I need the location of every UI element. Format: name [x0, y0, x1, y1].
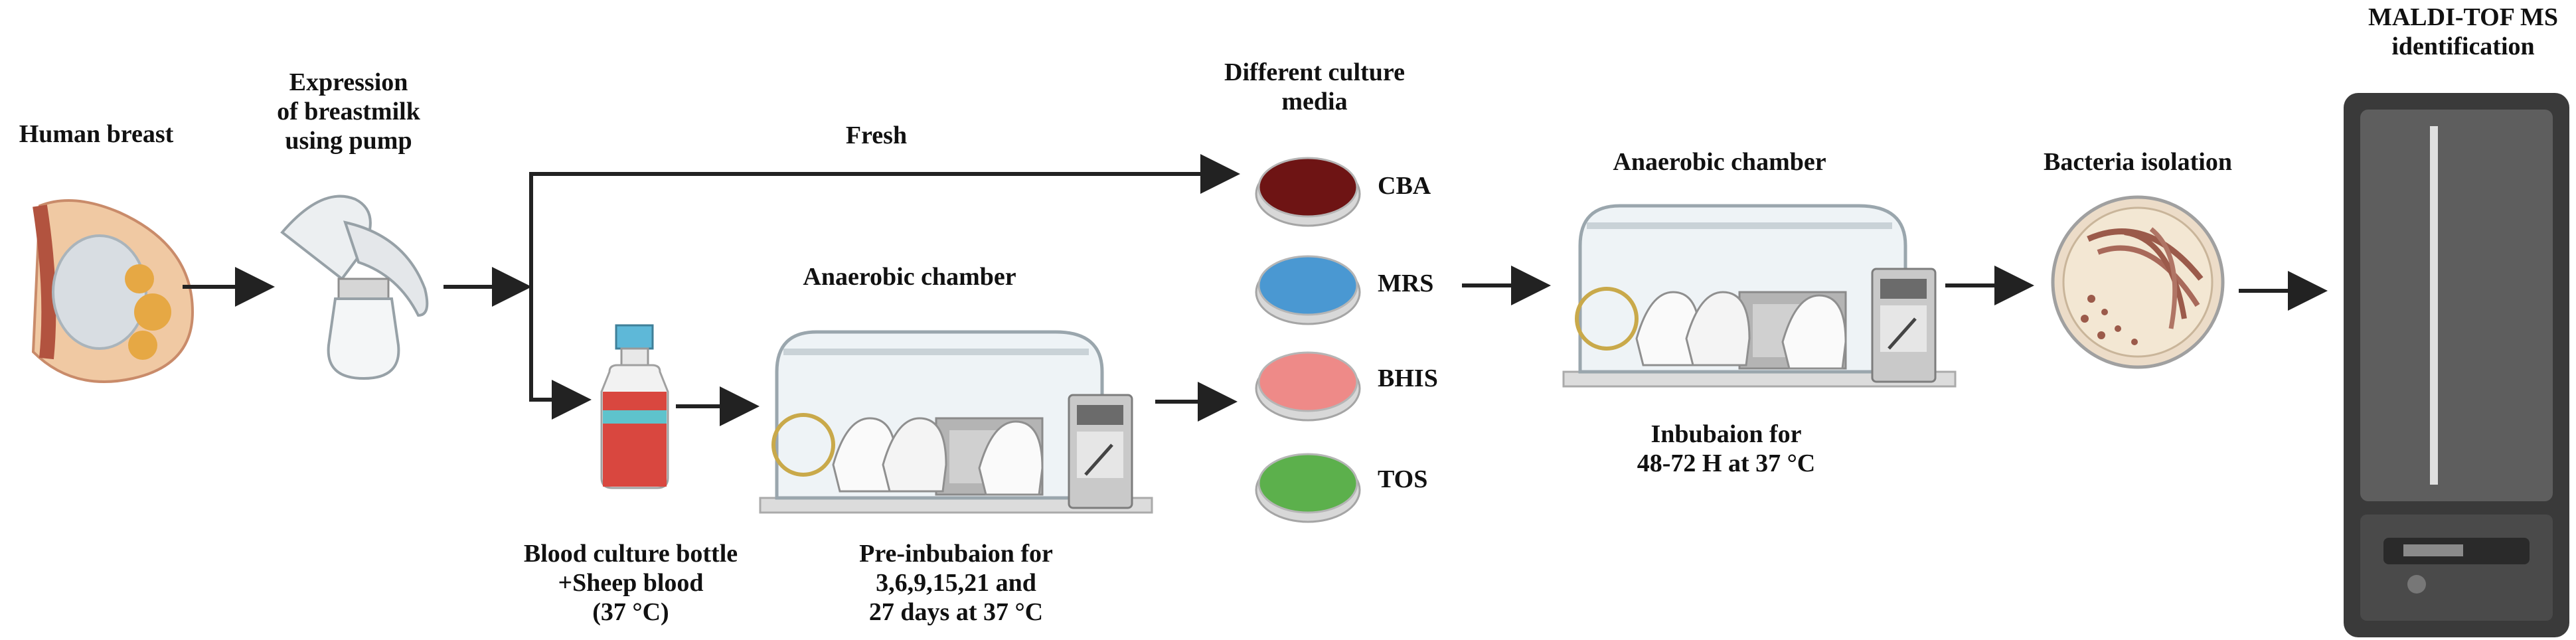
pre-line-3: 27 days at 37 °C: [868, 598, 1044, 626]
expression-line-2: of breastmilk: [277, 98, 420, 125]
maldi-line-2: identification: [2391, 33, 2535, 60]
breast-pump-icon: [280, 195, 429, 380]
blood-culture-bottle-icon: [600, 324, 669, 489]
media-line-2: media: [1281, 88, 1348, 116]
pre-line-2: 3,6,9,15,21 and: [876, 569, 1036, 597]
culture-media-label: Different culture media: [1202, 58, 1427, 116]
expression-line-3: using pump: [285, 127, 412, 155]
anaerobic-chamber-2-label: Anaerobic chamber: [1613, 148, 1826, 176]
inc-line-1: Inbubaion for: [1650, 420, 1802, 448]
anaerobic-chamber-1-icon: [760, 332, 1152, 513]
anaerobic-chamber-2-icon: [1564, 206, 1955, 386]
fresh-label: Fresh: [845, 121, 908, 149]
blood-line-2: +Sheep blood: [558, 569, 704, 597]
bacteria-plate-icon: [2051, 195, 2225, 369]
bacteria-isolation-label: Bacteria isolation: [2044, 148, 2232, 176]
maldi-tof-instrument-icon: [2344, 93, 2569, 637]
media-plate-tos: [1255, 453, 1361, 523]
expression-line-1: Expression: [289, 68, 408, 96]
media-label-tos: TOS: [1378, 465, 1428, 493]
culture-media-plates: [1255, 157, 1361, 523]
media-line-1: Different culture: [1224, 58, 1405, 86]
pre-incubation-label: Pre-inbubaion for 3,6,9,15,21 and 27 day…: [817, 539, 1095, 627]
media-plate-bhis: [1255, 351, 1361, 422]
human-breast-label: Human breast: [19, 120, 174, 148]
pre-line-1: Pre-inbubaion for: [859, 540, 1053, 568]
maldi-line-1: MALDI-TOF MS: [2368, 3, 2559, 31]
media-label-bhis: BHIS: [1378, 364, 1438, 392]
inc-line-2: 48-72 H at 37 °C: [1637, 449, 1816, 477]
media-label-cba: CBA: [1378, 172, 1431, 200]
expression-label: Expression of breastmilk using pump: [259, 68, 438, 155]
incubation-label: Inbubaion for 48-72 H at 37 °C: [1593, 420, 1859, 478]
media-label-mrs: MRS: [1378, 270, 1434, 297]
media-plate-cba: [1255, 157, 1361, 227]
breast-icon: [31, 199, 195, 383]
media-plate-mrs: [1255, 255, 1361, 325]
anaerobic-chamber-1-label: Anaerobic chamber: [803, 263, 1016, 291]
blood-culture-label: Blood culture bottle +Sheep blood (37 °C…: [491, 539, 770, 627]
flow-arrows: [183, 154, 2328, 426]
blood-line-1: Blood culture bottle: [523, 540, 738, 568]
blood-line-3: (37 °C): [592, 598, 669, 626]
maldi-label: MALDI-TOF MS identification: [2350, 3, 2576, 61]
